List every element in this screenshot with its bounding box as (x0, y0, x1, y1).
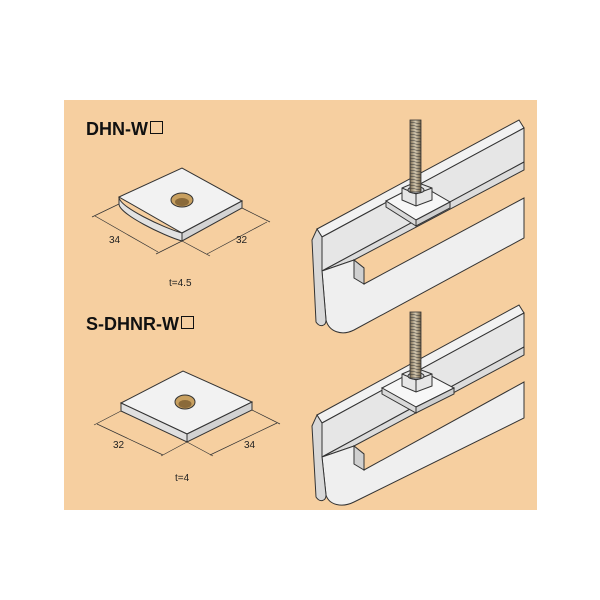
top-width-dimension: 34 (109, 235, 121, 246)
top-thickness-label: t=4.5 (169, 278, 192, 289)
variant-box-icon (149, 121, 163, 134)
top-model-title: DHN-W (86, 119, 163, 140)
variant-box-icon (180, 316, 194, 329)
top-depth-dimension: 32 (236, 235, 248, 246)
top-threaded-rod (409, 119, 422, 193)
figure-panel: DHN-W S-DHNR-W 34 32 t=4.5 32 34 t=4 (64, 100, 537, 510)
bottom-depth-dimension: 34 (244, 440, 256, 451)
bottom-model-title: S-DHNR-W (86, 314, 194, 335)
top-channel-assembly (311, 119, 525, 334)
bottom-width-dimension: 32 (113, 440, 125, 451)
bottom-threaded-rod (409, 311, 422, 379)
s-dhnr-w-washer (119, 370, 254, 443)
technical-drawing (91, 119, 525, 506)
bottom-model-label: S-DHNR-W (86, 314, 179, 334)
s-dhnr-w-dimension-lines (93, 409, 281, 457)
dhn-w-washer (117, 167, 244, 242)
bottom-thickness-label: t=4 (175, 473, 190, 484)
dhn-w-dimension-lines (91, 203, 271, 257)
top-model-label: DHN-W (86, 119, 148, 139)
